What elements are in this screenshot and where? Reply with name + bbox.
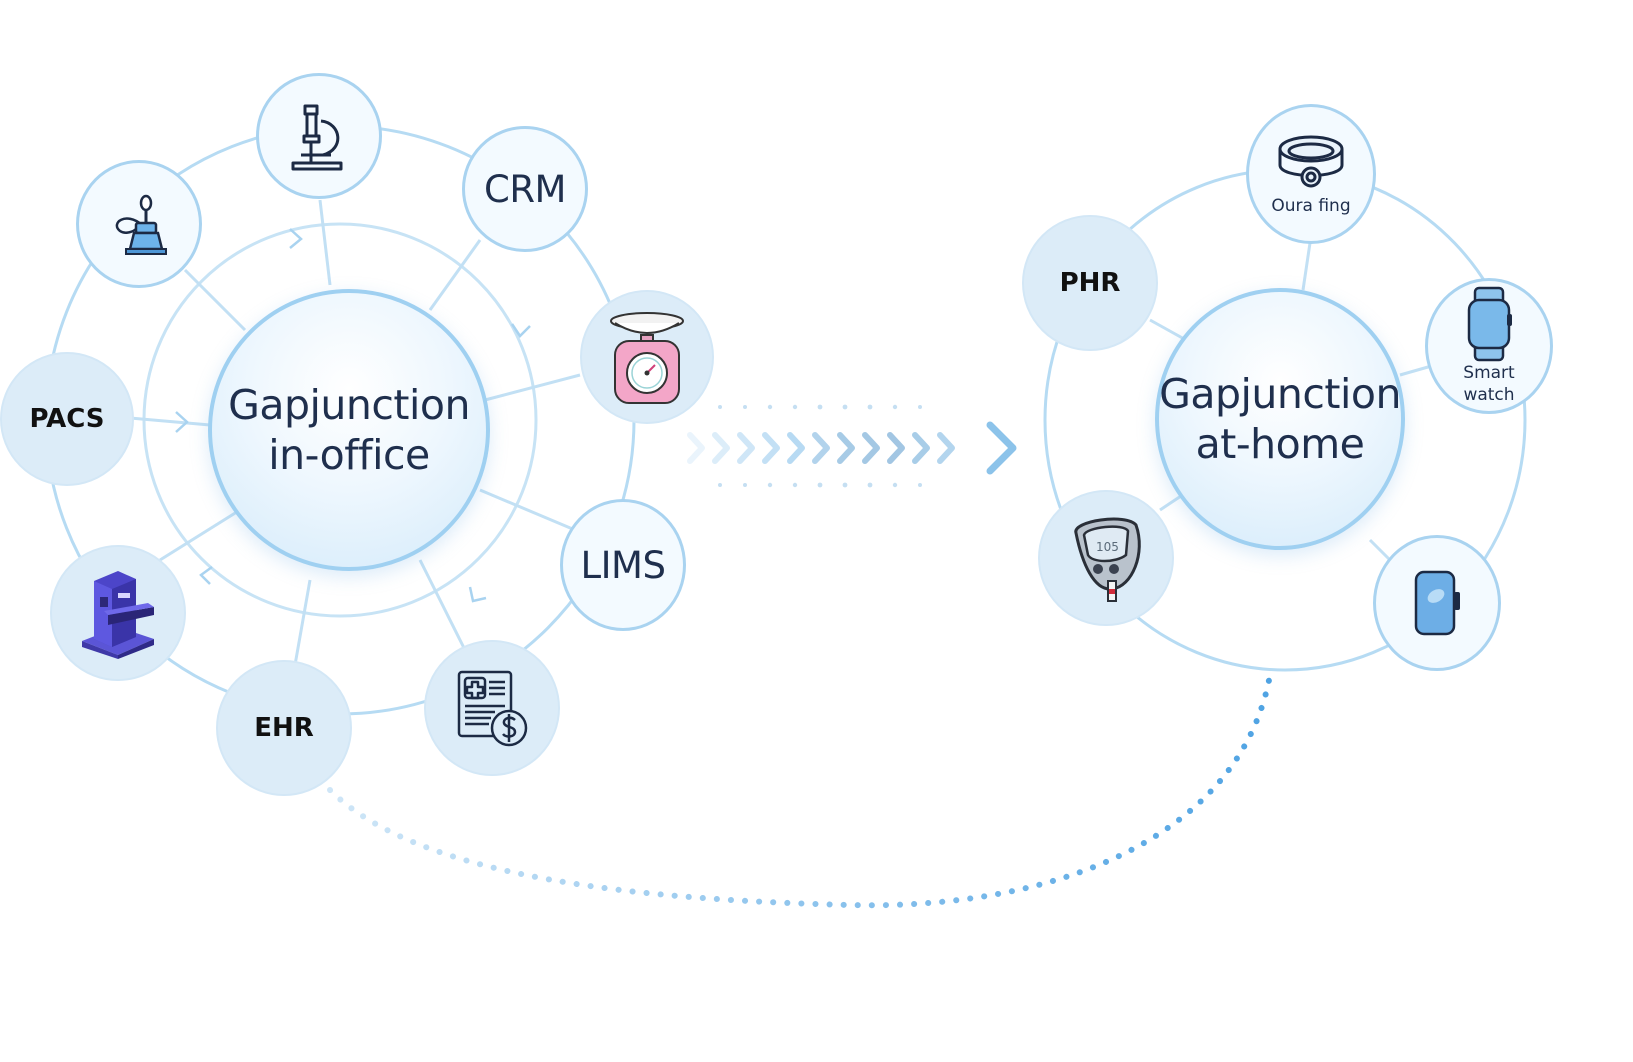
lab-device-node[interactable] — [76, 160, 202, 288]
wearable-device-icon — [1410, 568, 1464, 638]
smartwatch-node[interactable]: Smart watch — [1425, 278, 1553, 414]
billing-node[interactable] — [424, 640, 560, 776]
oura-content: Oura fing — [1271, 131, 1351, 217]
smartwatch-label-line2: watch — [1463, 385, 1515, 405]
ring-arrowheads — [175, 228, 531, 603]
ehr-node[interactable]: EHR — [216, 660, 352, 796]
smartwatch-icon — [1465, 286, 1513, 362]
kitchen-scale-icon — [609, 307, 685, 407]
in-office-hub[interactable]: Gapjunction in-office — [208, 289, 490, 571]
imaging-machine-icon — [78, 567, 158, 659]
smartwatch-content: Smart watch — [1463, 286, 1515, 406]
wearable-node[interactable] — [1373, 535, 1501, 671]
return-dotted-path — [327, 672, 1273, 909]
lims-label: LIMS — [580, 543, 666, 587]
microscope-node[interactable] — [256, 73, 382, 199]
hub-title-line1: Gapjunction — [1159, 370, 1401, 418]
lab-device-icon — [106, 191, 172, 257]
pacs-label: PACS — [29, 404, 105, 434]
medical-bill-icon — [455, 668, 529, 748]
at-home-hub[interactable]: Gapjunction at-home — [1155, 288, 1405, 550]
glucometer-reading: 105 — [1096, 540, 1119, 554]
pacs-node[interactable]: PACS — [0, 352, 134, 486]
glucometer-icon: 105 — [1066, 513, 1146, 603]
lims-node[interactable]: LIMS — [560, 499, 686, 631]
crm-node[interactable]: CRM — [462, 126, 588, 252]
in-office-spokes — [129, 199, 581, 666]
oura-node[interactable]: Oura fing — [1246, 104, 1376, 244]
hub-title-line2: in-office — [268, 431, 430, 479]
hub-title-line2: at-home — [1195, 420, 1365, 468]
smartwatch-label-line1: Smart — [1463, 363, 1515, 383]
hub-title-line1: Gapjunction — [228, 381, 470, 429]
oura-label: Oura fing — [1271, 196, 1351, 216]
phr-node[interactable]: PHR — [1022, 215, 1158, 351]
oura-ring-icon — [1276, 131, 1346, 195]
ehr-label: EHR — [254, 713, 314, 743]
phr-label: PHR — [1059, 268, 1121, 298]
crm-label: CRM — [484, 167, 566, 211]
transition-arrows — [687, 404, 1017, 488]
glucometer-node[interactable]: 105 — [1038, 490, 1174, 626]
scale-node[interactable] — [580, 290, 714, 424]
microscope-icon — [287, 101, 351, 171]
imaging-machine-node[interactable] — [50, 545, 186, 681]
